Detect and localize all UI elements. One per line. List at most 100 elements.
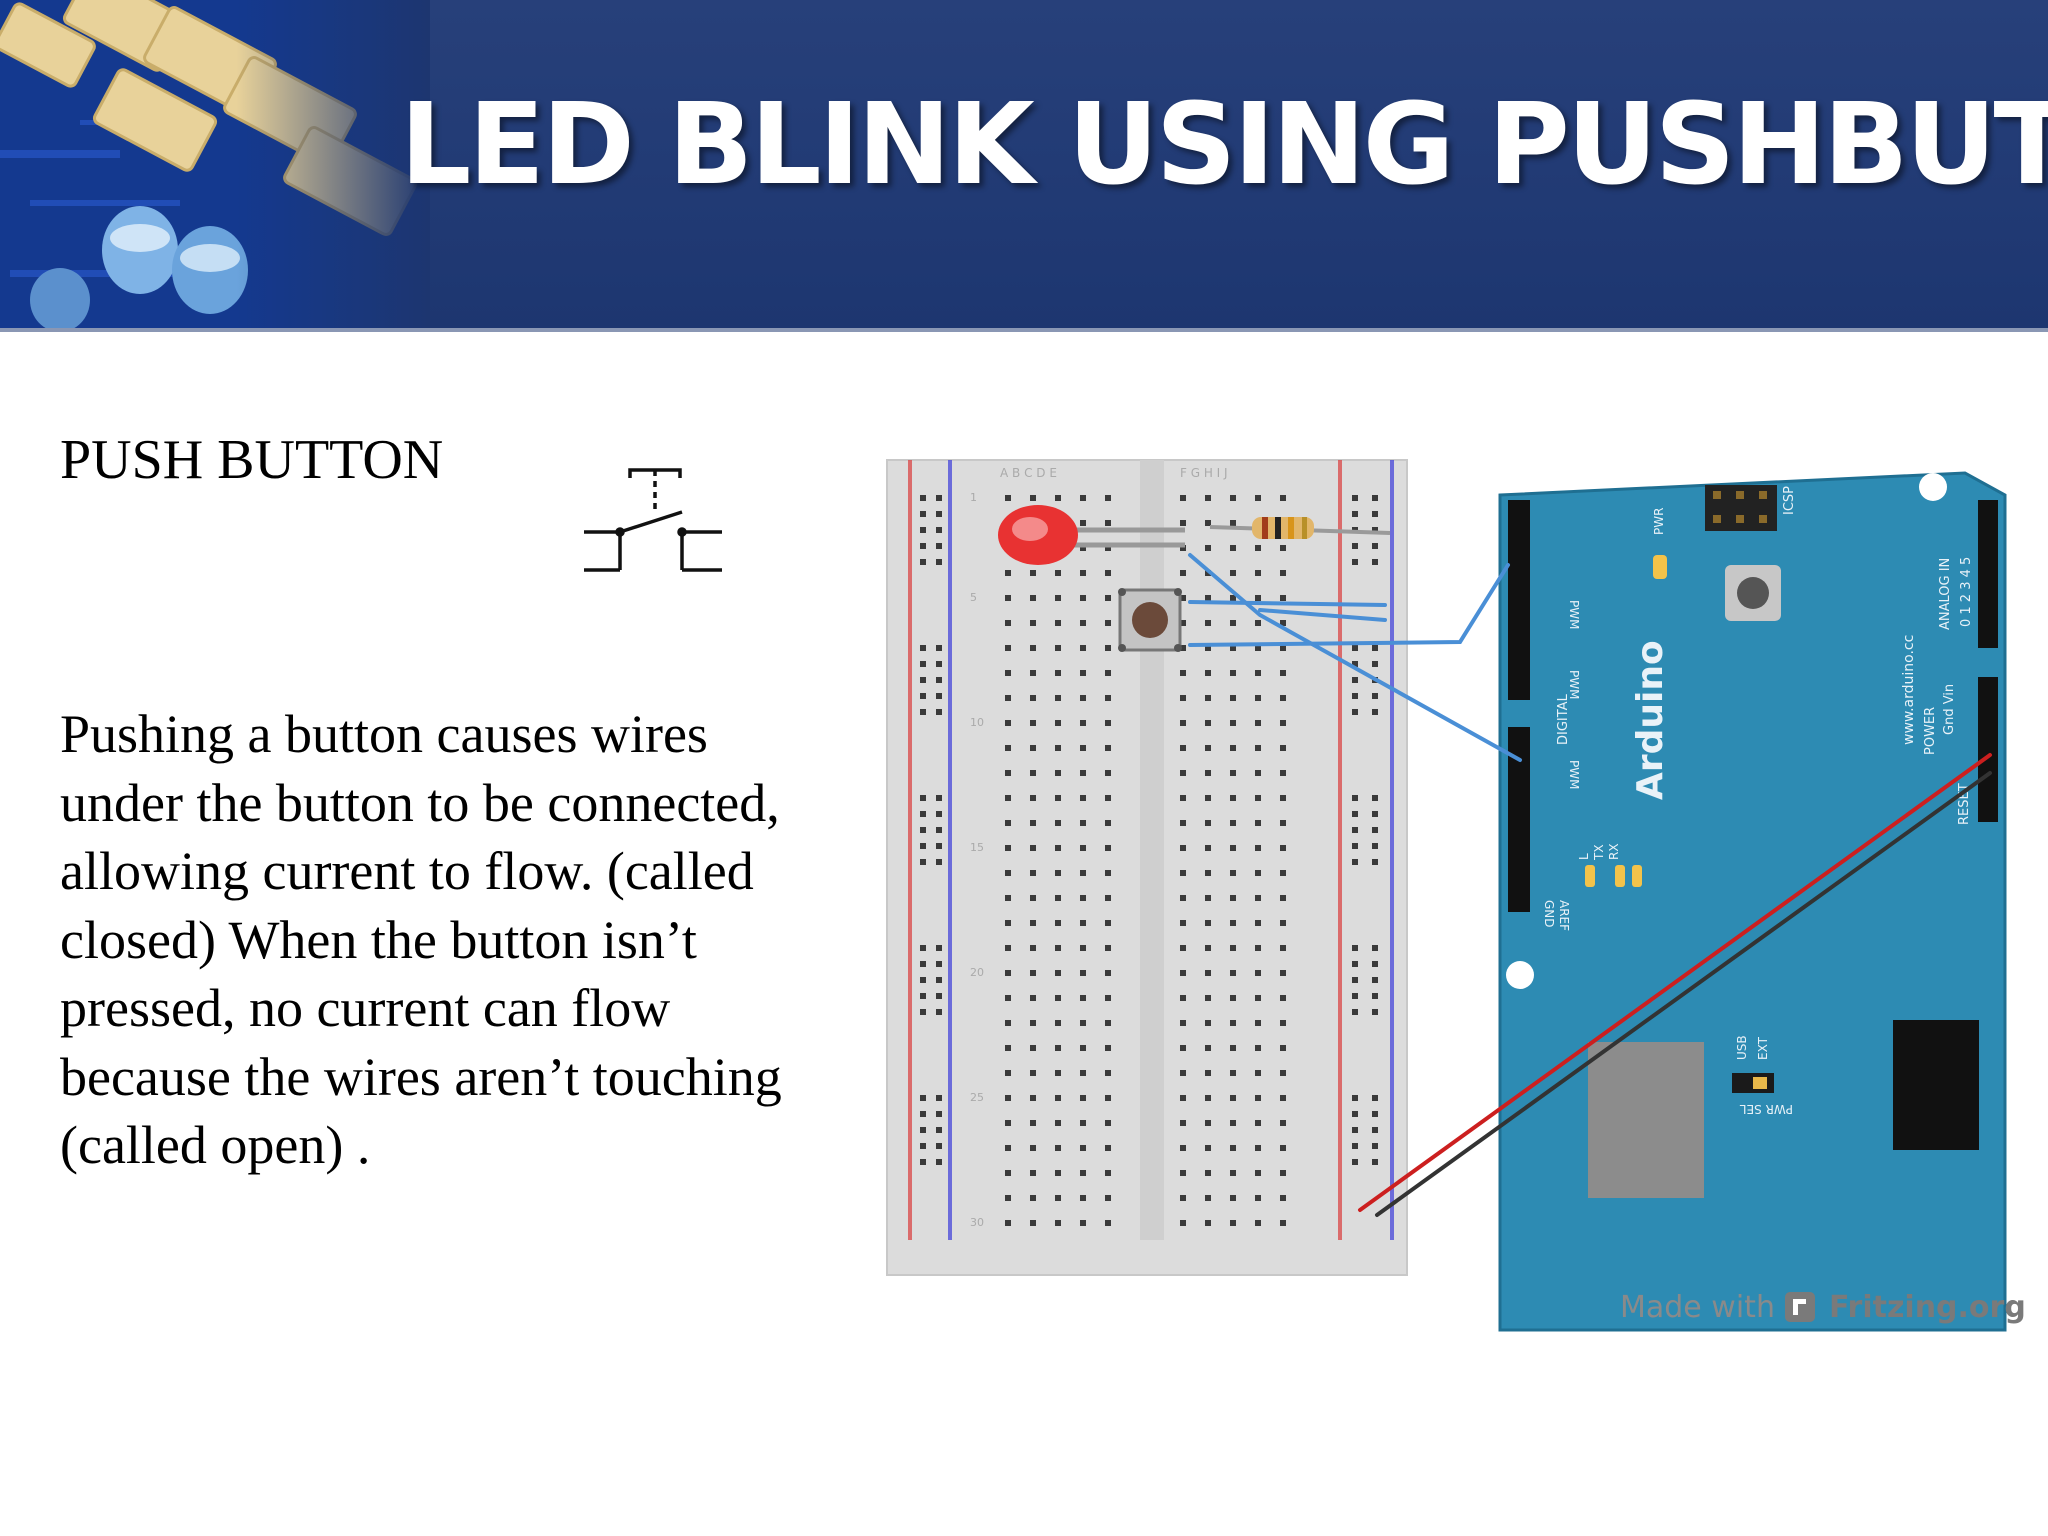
breadboard-hole <box>1030 645 1036 651</box>
fritzing-logo-icon <box>1784 1292 1815 1322</box>
breadboard-hole <box>1372 495 1378 501</box>
breadboard-hole <box>1205 995 1211 1001</box>
breadboard-hole <box>1105 570 1111 576</box>
breadboard-hole <box>1230 520 1236 526</box>
breadboard-hole <box>1352 677 1358 683</box>
breadboard-hole <box>1180 1145 1186 1151</box>
breadboard-hole <box>920 1159 926 1165</box>
breadboard-hole <box>1005 645 1011 651</box>
breadboard-hole <box>1255 970 1261 976</box>
breadboard-hole <box>1030 1120 1036 1126</box>
breadboard-hole <box>1280 1045 1286 1051</box>
breadboard-hole <box>1055 1220 1061 1226</box>
breadboard-hole <box>1352 961 1358 967</box>
breadboard-hole <box>1055 645 1061 651</box>
breadboard-hole <box>1055 695 1061 701</box>
breadboard-hole <box>1180 995 1186 1001</box>
breadboard-hole <box>1280 695 1286 701</box>
breadboard-hole <box>1080 595 1086 601</box>
breadboard-hole <box>1105 820 1111 826</box>
breadboard-hole <box>1105 1045 1111 1051</box>
breadboard-hole <box>936 1143 942 1149</box>
breadboard-hole <box>1080 1170 1086 1176</box>
breadboard-hole <box>1080 695 1086 701</box>
gnd-vin-label: Gnd Vin <box>1942 684 1957 735</box>
breadboard-hole <box>1105 945 1111 951</box>
signal-wire-to-pin-2 <box>1188 553 1522 762</box>
breadboard-hole <box>1030 920 1036 926</box>
breadboard-hole <box>1180 945 1186 951</box>
breadboard-hole <box>1205 970 1211 976</box>
breadboard-hole <box>1180 1095 1186 1101</box>
breadboard-hole <box>1205 845 1211 851</box>
breadboard-hole <box>1180 620 1186 626</box>
breadboard-hole <box>920 795 926 801</box>
breadboard-hole <box>936 677 942 683</box>
breadboard-hole <box>1255 570 1261 576</box>
breadboard-hole <box>1030 1095 1036 1101</box>
breadboard-hole <box>1280 1195 1286 1201</box>
breadboard-hole <box>1180 670 1186 676</box>
breadboard-hole <box>1105 1020 1111 1026</box>
breadboard-hole <box>1055 670 1061 676</box>
breadboard-hole <box>1005 1195 1011 1201</box>
breadboard-hole <box>1005 995 1011 1001</box>
breadboard-hole <box>1205 620 1211 626</box>
breadboard-hole <box>1205 895 1211 901</box>
breadboard-hole <box>1205 1195 1211 1201</box>
breadboard-hole <box>1105 670 1111 676</box>
breadboard-hole <box>1080 495 1086 501</box>
breadboard-hole <box>1005 970 1011 976</box>
breadboard-hole <box>936 559 942 565</box>
breadboard-hole <box>1352 709 1358 715</box>
pushbutton-switch-symbol-icon <box>584 468 722 572</box>
breadboard-hole <box>1055 770 1061 776</box>
breadboard-hole <box>936 661 942 667</box>
breadboard-hole <box>1255 1070 1261 1076</box>
breadboard-hole <box>1005 1020 1011 1026</box>
column-letters-left: A B C D E <box>1000 466 1057 480</box>
breadboard-hole <box>1030 1020 1036 1026</box>
breadboard-hole <box>920 1143 926 1149</box>
breadboard-hole <box>1105 845 1111 851</box>
breadboard-hole <box>936 859 942 865</box>
breadboard-hole <box>920 677 926 683</box>
breadboard-hole <box>1230 1120 1236 1126</box>
breadboard-hole <box>1205 545 1211 551</box>
breadboard-hole <box>1230 820 1236 826</box>
breadboard-hole <box>1372 945 1378 951</box>
breadboard-hole <box>1280 570 1286 576</box>
breadboard-hole <box>1205 495 1211 501</box>
breadboard-hole <box>1055 820 1061 826</box>
breadboard-hole <box>1230 720 1236 726</box>
breadboard-hole <box>1030 995 1036 1001</box>
breadboard-hole <box>1105 695 1111 701</box>
breadboard-hole <box>1372 709 1378 715</box>
row-number: 10 <box>970 716 984 729</box>
breadboard-hole <box>1230 795 1236 801</box>
breadboard-hole <box>1372 811 1378 817</box>
breadboard-hole <box>1205 770 1211 776</box>
breadboard-hole <box>1055 1070 1061 1076</box>
breadboard-hole <box>936 795 942 801</box>
breadboard-hole <box>1030 770 1036 776</box>
tx-label: TX <box>1592 844 1606 861</box>
breadboard-hole <box>1080 970 1086 976</box>
breadboard-hole <box>1280 745 1286 751</box>
breadboard-hole <box>936 709 942 715</box>
breadboard-hole <box>1030 570 1036 576</box>
breadboard-hole <box>1180 570 1186 576</box>
breadboard-hole <box>920 993 926 999</box>
breadboard-hole <box>1280 670 1286 676</box>
breadboard-hole <box>1005 895 1011 901</box>
breadboard-hole <box>1255 720 1261 726</box>
breadboard-hole <box>1180 770 1186 776</box>
breadboard-hole <box>1280 1170 1286 1176</box>
breadboard-hole <box>1080 1020 1086 1026</box>
breadboard-hole <box>1255 1020 1261 1026</box>
breadboard-hole <box>1280 1145 1286 1151</box>
breadboard-hole <box>1005 1070 1011 1076</box>
breadboard-hole <box>936 543 942 549</box>
breadboard-hole <box>1255 495 1261 501</box>
